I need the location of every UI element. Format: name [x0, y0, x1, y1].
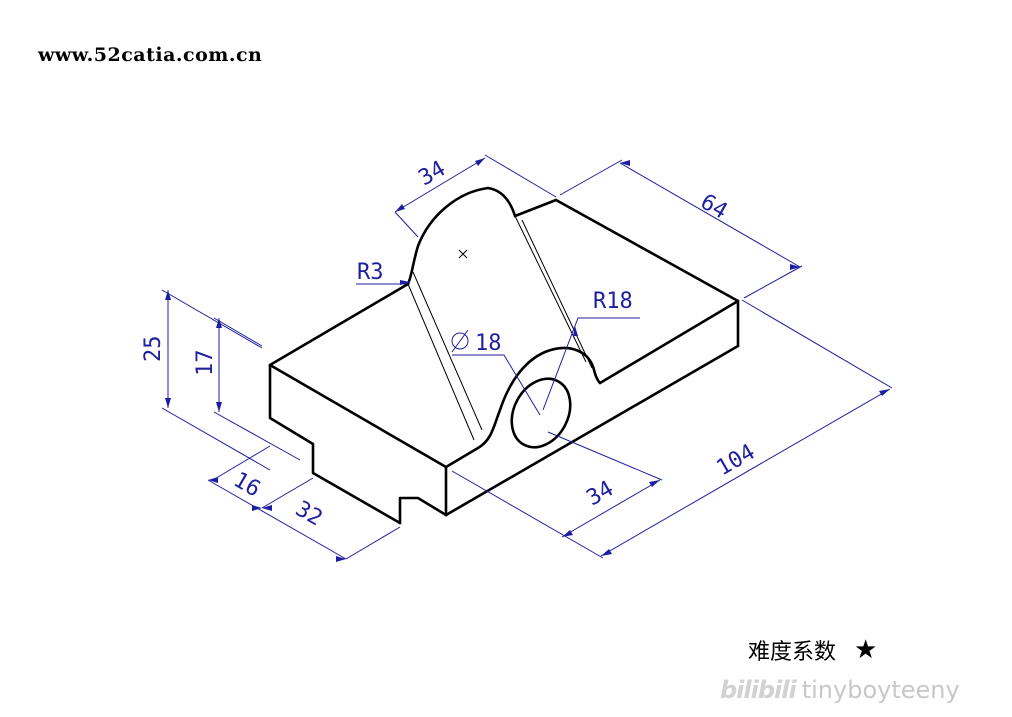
arc-center-mark	[458, 249, 468, 259]
dim-r18: R18	[593, 289, 633, 314]
front-bottom-notch	[398, 496, 448, 525]
hump-tangent-line-4	[521, 219, 593, 369]
site-url: www.52catia.com.cn	[38, 44, 263, 66]
dim-34-bottom: 34	[583, 476, 618, 511]
dim-104: 104	[713, 440, 760, 482]
hump-tangent-line-1	[407, 283, 475, 441]
star-icon: ★	[854, 635, 878, 665]
left-front-top-edge	[268, 363, 448, 469]
dim-34-top: 34	[415, 156, 450, 191]
back-step-edge	[513, 198, 558, 218]
dim-16: 16	[229, 468, 264, 503]
dim-17: 17	[193, 350, 218, 377]
part-outline	[268, 186, 740, 525]
hump-tangent-line-3	[514, 215, 587, 363]
dim-25: 25	[141, 336, 166, 363]
through-hole	[510, 377, 572, 449]
front-bottom-edge	[444, 344, 740, 517]
saddle-front-curve	[444, 346, 602, 469]
dim-32: 32	[291, 497, 326, 532]
difficulty-label: 难度系数	[748, 640, 837, 665]
right-top-front-edge	[598, 299, 740, 385]
dimension-lines	[161, 154, 893, 562]
left-top-edge	[268, 282, 410, 367]
hump-arc	[406, 186, 517, 286]
left-end-profile	[268, 363, 402, 525]
watermark: bilibili tinyboyteeny	[720, 676, 960, 704]
difficulty-rating: 难度系数 ★	[748, 634, 877, 666]
bilibili-logo: bilibili	[720, 676, 797, 704]
watermark-username: tinyboyteeny	[801, 676, 960, 704]
dim-dia18: 18	[475, 331, 502, 356]
dim-64: 64	[696, 190, 731, 225]
dim-r3: R3	[357, 260, 384, 285]
hump-tangent-line-2	[412, 271, 483, 431]
right-top-back-edge	[554, 198, 740, 303]
